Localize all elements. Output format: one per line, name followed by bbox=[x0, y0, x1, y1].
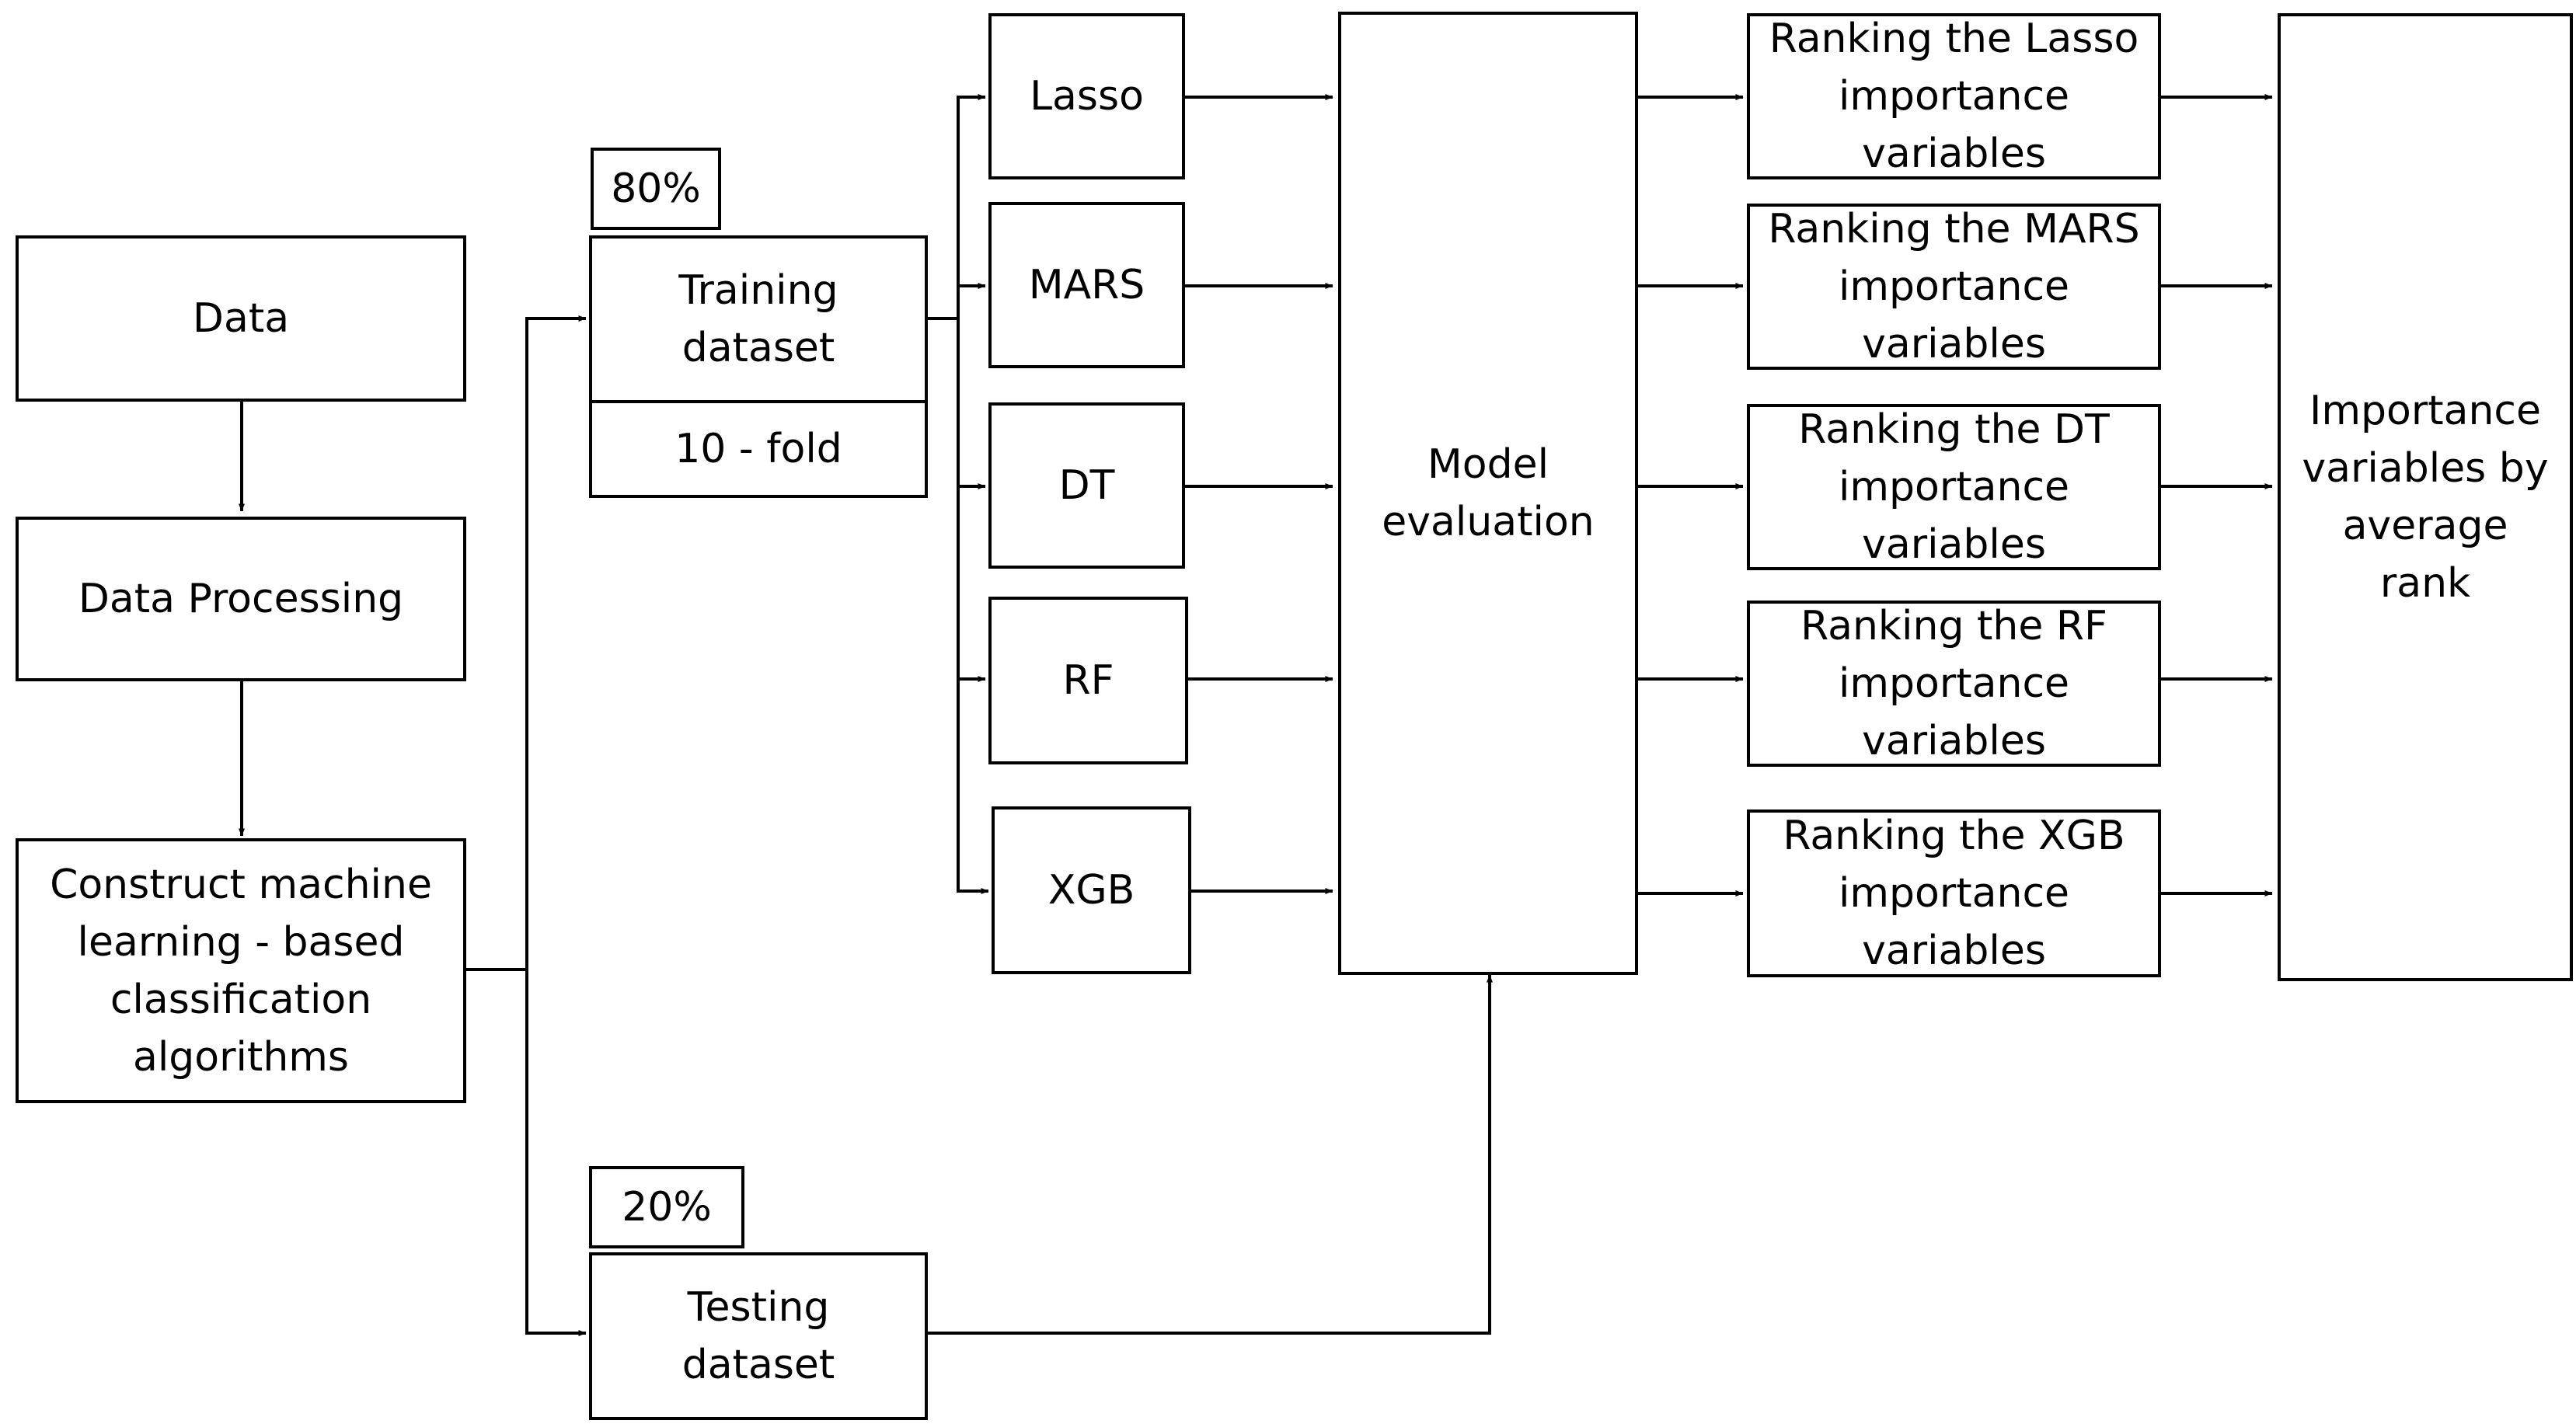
arrow-training-to-models bbox=[925, 94, 986, 320]
final-importance-label: Importance variables by average rank bbox=[2302, 388, 2549, 607]
rank-mars-box: Ranking the MARS importance variables bbox=[1747, 204, 2161, 370]
model-evaluation-label: Model evaluation bbox=[1382, 441, 1595, 545]
rf-box: RF bbox=[988, 597, 1188, 764]
rank-lasso-label: Ranking the Lasso importance variables bbox=[1769, 16, 2139, 177]
testing-dataset-label: Testing dataset bbox=[681, 1284, 835, 1388]
rank-mars-label: Ranking the MARS importance variables bbox=[1768, 206, 2140, 367]
rank-xgb-label: Ranking the XGB importance variables bbox=[1783, 813, 2125, 974]
data-processing-box: Data Processing bbox=[16, 517, 466, 681]
rank-lasso-box: Ranking the Lasso importance variables bbox=[1747, 13, 2161, 179]
final-importance-box: Importance variables by average rank bbox=[2278, 13, 2573, 981]
rank-dt-label: Ranking the DT importance variables bbox=[1798, 406, 2110, 568]
arrow-to-xgb bbox=[957, 319, 989, 894]
training-dataset-box: Training dataset bbox=[589, 235, 928, 403]
dt-label: DT bbox=[1058, 462, 1115, 509]
pct-80-label: 80% bbox=[611, 165, 701, 212]
model-evaluation-box: Model evaluation bbox=[1338, 12, 1638, 975]
training-dataset-label: Training dataset bbox=[678, 267, 838, 371]
pct-20-label: 20% bbox=[622, 1184, 712, 1231]
data-label: Data bbox=[192, 295, 290, 342]
ten-fold-box: 10 - fold bbox=[589, 400, 928, 498]
lasso-label: Lasso bbox=[1030, 73, 1144, 120]
construct-box: Construct machine learning - based class… bbox=[16, 838, 466, 1103]
rf-label: RF bbox=[1062, 657, 1114, 704]
rank-rf-label: Ranking the RF importance variables bbox=[1800, 603, 2107, 764]
testing-dataset-box: Testing dataset bbox=[589, 1252, 928, 1420]
xgb-label: XGB bbox=[1047, 867, 1135, 914]
pct-20-box: 20% bbox=[589, 1166, 744, 1248]
ten-fold-label: 10 - fold bbox=[675, 426, 842, 472]
pct-80-box: 80% bbox=[591, 148, 721, 230]
rank-dt-box: Ranking the DT importance variables bbox=[1747, 404, 2161, 570]
xgb-box: XGB bbox=[992, 806, 1191, 974]
arrow-construct-to-testing bbox=[525, 970, 587, 1336]
data-processing-label: Data Processing bbox=[78, 576, 404, 622]
arrow-testing-to-eval bbox=[925, 974, 1493, 1335]
rank-xgb-box: Ranking the XGB importance variables bbox=[1747, 809, 2161, 977]
construct-label: Construct machine learning - based class… bbox=[50, 861, 432, 1081]
lasso-box: Lasso bbox=[988, 13, 1185, 179]
mars-box: MARS bbox=[988, 202, 1185, 368]
arrow-construct-to-training bbox=[463, 315, 587, 971]
dt-box: DT bbox=[988, 402, 1185, 569]
mars-label: MARS bbox=[1028, 262, 1145, 308]
data-box: Data bbox=[16, 235, 466, 402]
rank-rf-box: Ranking the RF importance variables bbox=[1747, 601, 2161, 767]
